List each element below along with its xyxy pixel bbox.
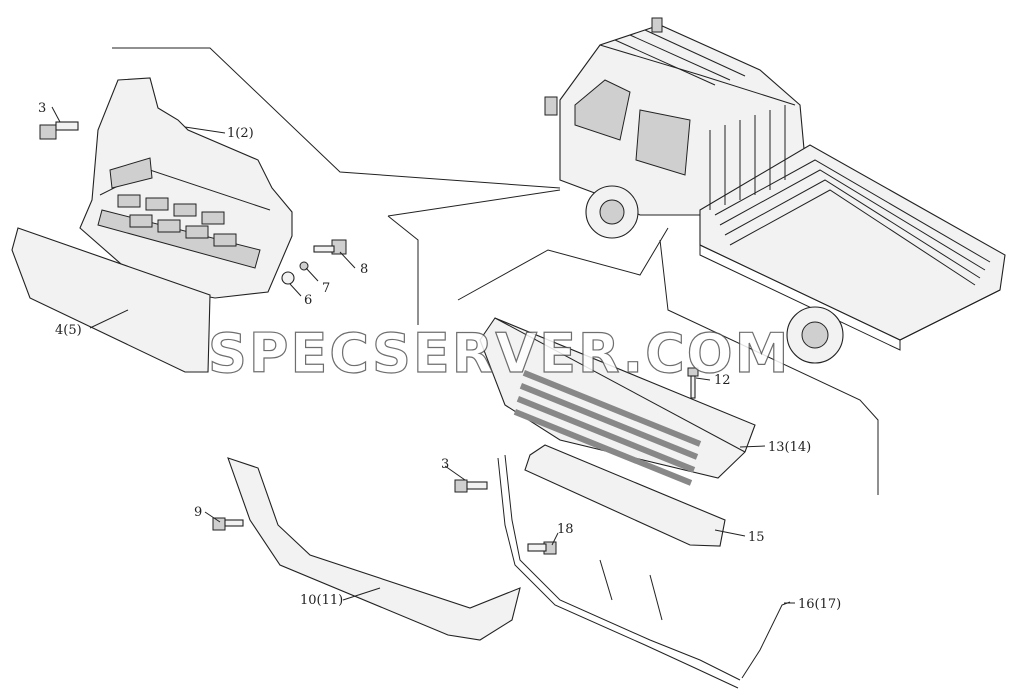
callout-12: 12 <box>714 373 731 388</box>
callout-7: 7 <box>322 281 330 296</box>
callout-9: 9 <box>194 505 202 520</box>
lower-step-assembly <box>212 317 791 689</box>
callout-18: 18 <box>557 522 574 537</box>
tray-perforation <box>513 370 702 486</box>
step-grid <box>117 194 237 247</box>
callout-labels: 3 1(2) 8 7 6 4(5) 12 13(14) 3 9 15 18 10… <box>38 101 841 612</box>
callout-4-5: 4(5) <box>55 323 82 338</box>
washer-icon <box>281 271 295 285</box>
bolt-icon <box>687 367 699 399</box>
callout-13-14: 13(14) <box>768 440 811 455</box>
watermark: SPECSERVER.COM <box>208 322 790 385</box>
callout-3-lower: 3 <box>441 457 449 472</box>
bolt-icon <box>313 239 347 255</box>
leader-lines <box>112 47 879 495</box>
upper-step-assembly <box>11 77 347 373</box>
bolt-icon <box>454 479 488 493</box>
callout-1-2: 1(2) <box>227 126 254 141</box>
callout-3: 3 <box>38 101 46 116</box>
callout-lines <box>51 106 795 604</box>
callout-6: 6 <box>304 293 312 308</box>
truck-illustration <box>544 17 1006 364</box>
callout-16-17: 16(17) <box>798 597 841 612</box>
bolt-icon <box>527 541 557 555</box>
callout-8: 8 <box>360 262 368 277</box>
callout-10-11: 10(11) <box>300 593 343 608</box>
bolt-icon <box>39 121 79 140</box>
callout-15: 15 <box>748 530 765 545</box>
bolt-icon <box>212 517 244 531</box>
